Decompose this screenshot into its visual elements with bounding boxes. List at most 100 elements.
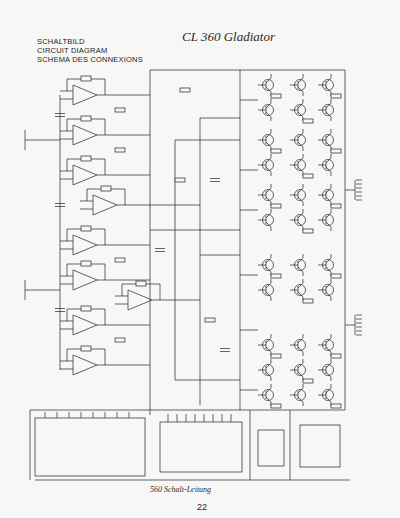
wire bbox=[60, 264, 110, 284]
transistor-symbol bbox=[318, 359, 334, 381]
wire bbox=[110, 135, 150, 136]
wire bbox=[250, 410, 251, 480]
resistor-symbol bbox=[81, 156, 91, 161]
transistor-leads bbox=[290, 384, 303, 406]
wire bbox=[110, 325, 150, 326]
op-amp-symbol bbox=[80, 186, 130, 215]
wire bbox=[30, 410, 31, 480]
op-amp-triangle bbox=[73, 165, 97, 185]
resistor-symbol bbox=[136, 281, 146, 286]
pin bbox=[213, 414, 214, 422]
transistor-leads bbox=[258, 74, 271, 96]
capacitor-symbol bbox=[155, 249, 165, 252]
op-amp-triangle bbox=[73, 125, 97, 145]
handwritten-note: 560 Schalt-Leitung bbox=[150, 486, 211, 495]
transistor-leads bbox=[290, 254, 303, 276]
transistor-symbol bbox=[258, 99, 274, 121]
op-amp-symbol bbox=[60, 306, 110, 335]
op-amp-triangle bbox=[93, 195, 117, 215]
transistor-symbol bbox=[258, 384, 274, 406]
resistor-symbol bbox=[331, 404, 341, 408]
transistor-leads bbox=[318, 99, 331, 121]
subtitle: SCHEMA DES CONNEXIONS bbox=[37, 56, 143, 64]
wire bbox=[240, 100, 258, 101]
transistor-leads bbox=[290, 154, 303, 176]
resistor-symbol bbox=[81, 346, 91, 351]
wire bbox=[345, 190, 355, 191]
wire bbox=[110, 245, 150, 246]
handwritten-note: CL 360 Gladiator bbox=[182, 30, 275, 44]
pin bbox=[117, 412, 118, 418]
transistor-leads bbox=[318, 74, 331, 96]
transistor-symbol bbox=[318, 154, 334, 176]
transistor-leads bbox=[258, 129, 271, 151]
transistor-leads bbox=[318, 209, 331, 231]
pin bbox=[93, 412, 94, 418]
wire bbox=[60, 309, 110, 329]
transistor-leads bbox=[318, 254, 331, 276]
transistor-symbol bbox=[318, 209, 334, 231]
pin bbox=[356, 188, 362, 189]
ic-block bbox=[160, 422, 242, 472]
wire bbox=[150, 230, 240, 231]
wire bbox=[110, 175, 150, 176]
resistor-symbol bbox=[303, 174, 313, 178]
resistor-symbol bbox=[115, 258, 125, 262]
pin bbox=[356, 335, 362, 336]
transistor-symbol bbox=[318, 279, 334, 301]
resistor-symbol bbox=[180, 88, 190, 92]
transistor-symbol bbox=[290, 154, 306, 176]
transistor-leads bbox=[258, 184, 271, 206]
pin bbox=[356, 315, 362, 316]
transistor-symbol bbox=[258, 184, 274, 206]
transistor-leads bbox=[258, 154, 271, 176]
capacitor-symbol bbox=[210, 179, 220, 182]
pin bbox=[129, 412, 130, 418]
transistor-leads bbox=[290, 334, 303, 356]
transistor-symbol bbox=[258, 129, 274, 151]
pin bbox=[177, 414, 178, 422]
pin bbox=[356, 184, 362, 185]
wire bbox=[60, 349, 110, 369]
resistor-symbol bbox=[81, 116, 91, 121]
wire bbox=[60, 159, 110, 179]
transistor-leads bbox=[258, 254, 271, 276]
capacitor-symbol bbox=[55, 204, 65, 207]
transistor-leads bbox=[290, 184, 303, 206]
resistor-symbol bbox=[101, 186, 111, 191]
op-amp-symbol bbox=[60, 116, 110, 145]
transistor-leads bbox=[290, 359, 303, 381]
transistor-symbol bbox=[290, 254, 306, 276]
wire bbox=[290, 410, 291, 480]
ic-block bbox=[258, 430, 284, 466]
op-amp-triangle bbox=[73, 85, 97, 105]
transistor-symbol bbox=[318, 254, 334, 276]
resistor-symbol bbox=[331, 94, 341, 98]
wire bbox=[240, 210, 258, 211]
resistor-symbol bbox=[115, 338, 125, 342]
pin bbox=[45, 412, 46, 418]
op-amp-triangle bbox=[73, 315, 97, 335]
pin bbox=[356, 331, 362, 332]
transistor-symbol bbox=[318, 99, 334, 121]
op-amp-triangle bbox=[128, 290, 152, 310]
wire bbox=[200, 118, 240, 119]
transistor-leads bbox=[258, 384, 271, 406]
transistor-leads bbox=[290, 209, 303, 231]
transistor-symbol bbox=[258, 359, 274, 381]
pin bbox=[57, 412, 58, 418]
resistor-symbol bbox=[115, 108, 125, 112]
transistor-symbol bbox=[258, 334, 274, 356]
transistor-symbol bbox=[258, 254, 274, 276]
wire bbox=[150, 405, 151, 415]
transistor-leads bbox=[318, 184, 331, 206]
wire bbox=[150, 70, 151, 405]
transistor-symbol bbox=[258, 74, 274, 96]
title: SCHALTBILD bbox=[37, 38, 85, 46]
wire bbox=[35, 480, 350, 481]
ic-block bbox=[35, 418, 145, 476]
transistor-leads bbox=[318, 384, 331, 406]
wire bbox=[345, 325, 355, 326]
subtitle: CIRCUIT DIAGRAM bbox=[37, 47, 107, 55]
